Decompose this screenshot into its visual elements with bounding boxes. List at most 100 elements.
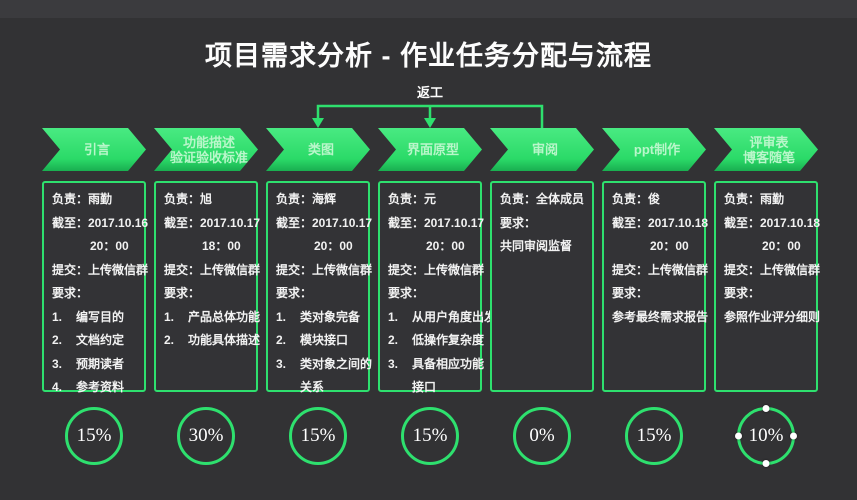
box-line-text: 负责：元	[388, 192, 437, 206]
box-line: 20：00	[388, 235, 476, 259]
box-line: 要求：	[724, 282, 812, 306]
stage-label: 界面原型	[401, 142, 459, 157]
box-line-text: 要求：	[276, 286, 313, 300]
box-line: 1. 类对象完备	[276, 306, 364, 330]
box-line: 1. 从用户角度出发	[388, 306, 496, 330]
progress-circle-wrap: 15%	[42, 407, 146, 465]
selection-handle[interactable]	[762, 460, 770, 467]
box-line-text: 编写目的	[76, 309, 125, 324]
progress-circle[interactable]: 15%	[625, 407, 683, 465]
box-line: 20：00	[276, 235, 364, 259]
column-evaluation: 评审表 博客随笔 负责：雨勤 截至：2017.10.18	[714, 128, 821, 467]
progress-value: 15%	[412, 425, 448, 446]
box-line: 关系	[276, 376, 364, 400]
progress-circle-wrap: 0%	[490, 407, 594, 465]
box-line: 截至：2017.10.18	[612, 212, 708, 236]
arrowhead-down-icon	[424, 118, 436, 128]
box-line-text: 20：00	[90, 239, 129, 253]
box-line-number: 3.	[52, 356, 63, 371]
selection-handle[interactable]	[762, 405, 770, 412]
box-line-text: 负责：全体成员	[500, 192, 585, 206]
page-title: 项目需求分析 - 作业任务分配与流程	[205, 41, 652, 71]
detail-box[interactable]: 负责：雨勤 截至：2017.10.18 20：00 提交：上传微	[714, 181, 821, 392]
stage-arrow-review[interactable]: 审阅	[490, 128, 594, 171]
progress-circle[interactable]: 15%	[401, 407, 459, 465]
stage-label-line2: 验证验收标准	[169, 149, 248, 165]
box-line: 要求：	[52, 282, 140, 306]
box-line: 1. 产品总体功能	[164, 306, 260, 330]
detail-box[interactable]: 负责：俊 截至：2017.10.18 20：00 提交：上传微信	[602, 181, 708, 392]
box-line: 2. 模块接口	[276, 329, 364, 353]
box-line: 1. 编写目的	[52, 306, 140, 330]
box-line-text: 提交：上传微信群	[724, 262, 821, 277]
stage-label: ppt制作	[628, 142, 680, 157]
stage-arrow-evaluation[interactable]: 评审表 博客随笔	[714, 128, 818, 171]
box-line-text: 参考资料	[76, 380, 125, 394]
stage-label-line1: 引言	[83, 142, 110, 157]
box-line: 提交：上传微信群	[724, 259, 820, 283]
box-line-text: 20：00	[762, 239, 801, 253]
box-line-text: 截至：2017.10.17	[276, 215, 373, 230]
box-line-text: 要求：	[388, 286, 425, 300]
stage-arrow-class-diagram[interactable]: 类图	[266, 128, 370, 171]
detail-box[interactable]: 负责：全体成员 要求： 共同审阅监督	[490, 181, 594, 392]
box-line: 截至：2017.10.17	[276, 212, 372, 236]
progress-circle-wrap: 15%	[266, 407, 370, 465]
selection-handle[interactable]	[790, 432, 797, 440]
stage-arrow-function-desc[interactable]: 功能描述 验证验收标准	[154, 128, 258, 171]
box-line-text: 20：00	[650, 239, 689, 253]
detail-box[interactable]: 负责：元 截至：2017.10.17 20：00 提交：上传微信	[378, 181, 496, 394]
box-line-number: 1.	[164, 309, 175, 324]
stage-label: 类图	[302, 142, 334, 157]
progress-circle-wrap: 15%	[378, 407, 482, 465]
box-line-text: 20：00	[426, 239, 465, 253]
box-line: 提交：上传微信群	[276, 259, 372, 283]
stage-arrow-ppt[interactable]: ppt制作	[602, 128, 706, 171]
box-line: 共同审阅监督	[500, 235, 588, 259]
box-line: 2. 低操作复杂度	[388, 329, 484, 353]
column-class-diagram: 类图 负责：海辉 截至：2017.10.17	[266, 128, 372, 465]
progress-circle[interactable]: 15%	[289, 407, 347, 465]
selection-handle[interactable]	[735, 432, 742, 440]
box-line-text: 参照作业评分细则	[724, 309, 821, 324]
stage-arrow-intro[interactable]: 引言	[42, 128, 146, 171]
detail-box[interactable]: 负责：海辉 截至：2017.10.17 20：00 提交：上传微	[266, 181, 372, 394]
box-line-number: 4.	[52, 380, 63, 394]
box-line: 要求：	[500, 212, 588, 236]
box-line: 要求：	[388, 282, 476, 306]
box-line: 20：00	[612, 235, 700, 259]
detail-box[interactable]: 负责：旭 截至：2017.10.17 18：00 提交：上传微信	[154, 181, 260, 392]
box-line-text: 从用户角度出发	[412, 309, 497, 324]
stage-label: 评审表 博客随笔	[737, 135, 795, 165]
box-line: 负责：旭	[164, 188, 252, 212]
box-line-number: 1.	[388, 309, 399, 324]
progress-value: 15%	[636, 425, 672, 446]
progress-value: 10%	[748, 425, 784, 446]
progress-circle-selected[interactable]: 10%	[735, 405, 797, 467]
box-line-text: 功能具体描述	[188, 333, 261, 347]
stage-label-line1: ppt制作	[633, 142, 681, 157]
box-line-number: 3.	[388, 356, 399, 371]
box-line: 要求：	[164, 282, 252, 306]
box-line: 2. 功能具体描述	[164, 329, 260, 353]
box-line-text: 类对象完备	[300, 309, 361, 324]
box-line: 负责：海辉	[276, 188, 364, 212]
box-line: 要求：	[276, 282, 364, 306]
progress-circle[interactable]: 0%	[513, 407, 571, 465]
box-line-number: 2.	[388, 333, 399, 347]
box-line-text: 要求：	[164, 286, 201, 300]
box-line: 要求：	[612, 282, 700, 306]
progress-circle[interactable]: 15%	[65, 407, 123, 465]
box-line-text: 要求：	[52, 286, 89, 300]
box-line: 截至：2017.10.17	[388, 212, 484, 236]
box-line-number: 2.	[52, 333, 63, 347]
detail-box[interactable]: 负责：雨勤 截至：2017.10.16 20：00 提交：上传微	[42, 181, 148, 394]
box-line: 18：00	[164, 235, 252, 259]
box-line-text: 产品总体功能	[188, 309, 261, 324]
stage-arrow-ui-prototype[interactable]: 界面原型	[378, 128, 482, 171]
progress-circle[interactable]: 30%	[177, 407, 235, 465]
box-line-text: 要求：	[612, 286, 649, 300]
box-line-text: 接口	[412, 380, 437, 394]
box-line: 提交：上传微信群	[388, 259, 484, 283]
